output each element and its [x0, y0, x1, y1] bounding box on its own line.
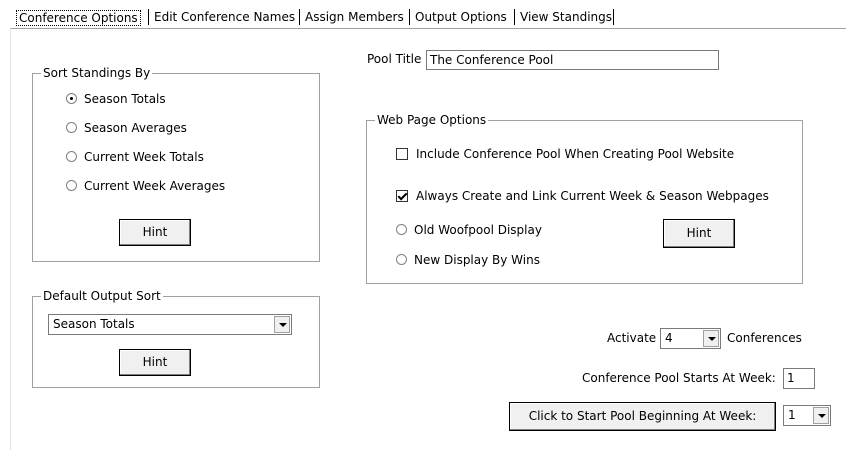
- checkbox-label: Include Conference Pool When Creating Po…: [416, 147, 735, 161]
- checkbox-label: Always Create and Link Current Week & Se…: [416, 189, 769, 203]
- start-pool-button[interactable]: Click to Start Pool Beginning At Week:: [509, 402, 776, 431]
- radio-label: Current Week Totals: [84, 150, 204, 164]
- chevron-down-icon[interactable]: [274, 316, 290, 333]
- checkbox-icon[interactable]: [396, 148, 408, 160]
- tab-view-standings[interactable]: View Standings: [514, 6, 618, 28]
- include-conference-pool-checkbox[interactable]: Include Conference Pool When Creating Po…: [396, 146, 734, 162]
- radio-current-week-totals[interactable]: Current Week Totals: [66, 149, 204, 165]
- tab-label: Assign Members: [305, 10, 404, 24]
- radio-label: Old Woofpool Display: [414, 223, 542, 237]
- select-value: 1: [788, 408, 796, 422]
- radio-new-display-by-wins[interactable]: New Display By Wins: [396, 252, 540, 268]
- tab-label: Output Options: [415, 10, 507, 24]
- radio-label: New Display By Wins: [414, 253, 540, 267]
- pool-title-input[interactable]: The Conference Pool: [426, 50, 719, 70]
- tab-separator: [409, 9, 410, 25]
- tab-output-options[interactable]: Output Options: [409, 6, 513, 28]
- default-output-sort-title: Default Output Sort: [41, 289, 163, 303]
- tab-separator: [299, 9, 300, 25]
- web-page-options-group: Web Page Options Include Conference Pool…: [366, 113, 803, 284]
- radio-icon[interactable]: [396, 224, 407, 235]
- web-page-options-title: Web Page Options: [375, 113, 489, 127]
- starts-at-week-label: Conference Pool Starts At Week:: [582, 371, 776, 385]
- tab-conference-options[interactable]: Conference Options: [10, 6, 147, 28]
- sort-standings-hint-button[interactable]: Hint: [119, 219, 191, 246]
- tab-edit-conference-names[interactable]: Edit Conference Names: [148, 6, 301, 28]
- tab-label: Conference Options: [16, 10, 141, 26]
- web-page-options-hint-button[interactable]: Hint: [663, 219, 735, 248]
- tab-separator: [514, 9, 515, 25]
- radio-icon[interactable]: [396, 254, 407, 265]
- checkbox-icon[interactable]: [396, 190, 408, 202]
- tab-separator: [148, 9, 149, 25]
- radio-current-week-averages[interactable]: Current Week Averages: [66, 178, 225, 194]
- radio-icon[interactable]: [66, 151, 77, 162]
- default-output-sort-group: Default Output Sort Season Totals Hint: [32, 289, 320, 388]
- radio-icon[interactable]: [66, 180, 77, 191]
- tab-label: Edit Conference Names: [154, 10, 296, 24]
- always-create-webpages-checkbox[interactable]: Always Create and Link Current Week & Se…: [396, 188, 769, 204]
- conferences-label: Conferences: [727, 331, 802, 345]
- radio-icon[interactable]: [66, 93, 77, 104]
- sort-standings-title: Sort Standings By: [41, 66, 153, 80]
- radio-icon[interactable]: [66, 122, 77, 133]
- chevron-down-icon[interactable]: [703, 330, 719, 347]
- starts-at-week-input[interactable]: 1: [783, 368, 815, 389]
- activate-conferences-select[interactable]: 4: [660, 328, 721, 349]
- default-output-sort-select[interactable]: Season Totals: [48, 314, 292, 335]
- pool-title-label: Pool Title: [367, 52, 422, 66]
- radio-season-averages[interactable]: Season Averages: [66, 120, 187, 136]
- radio-label: Season Totals: [84, 92, 166, 106]
- select-value: 4: [665, 331, 673, 345]
- default-output-sort-hint-button[interactable]: Hint: [119, 349, 191, 376]
- activate-label: Activate: [607, 331, 657, 345]
- radio-label: Current Week Averages: [84, 179, 226, 193]
- tab-assign-members[interactable]: Assign Members: [299, 6, 410, 28]
- radio-season-totals[interactable]: Season Totals: [66, 91, 166, 107]
- tab-label: View Standings: [520, 10, 612, 24]
- chevron-down-icon[interactable]: [813, 407, 829, 424]
- start-pool-week-select[interactable]: 1: [783, 405, 831, 426]
- select-value: Season Totals: [53, 317, 135, 331]
- radio-old-woofpool-display[interactable]: Old Woofpool Display: [396, 222, 542, 238]
- tab-separator: [613, 9, 614, 25]
- sort-standings-group: Sort Standings By Season Totals Season A…: [32, 66, 320, 262]
- radio-label: Season Averages: [84, 121, 187, 135]
